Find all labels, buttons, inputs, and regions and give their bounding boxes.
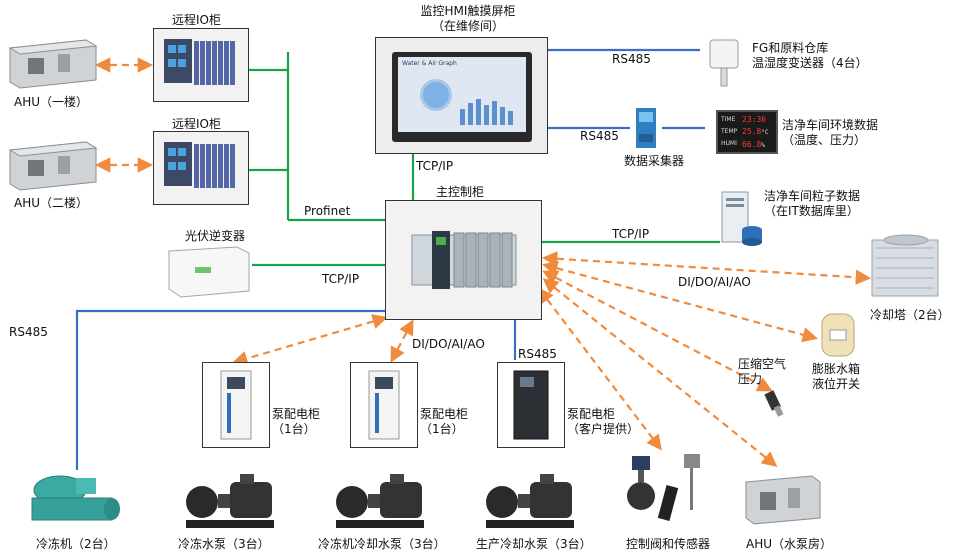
blue-rs485-links — [75, 48, 705, 470]
hmi-gauge-icon — [420, 79, 452, 111]
cooling-tower-label: 冷却塔（2台） — [870, 308, 950, 322]
data-collector-label: 数据采集器 — [624, 154, 685, 168]
pump-cabinet-2 — [350, 362, 418, 448]
dido-mid-label: DI/DO/AI/AO — [412, 337, 485, 351]
display-humi-value: 66.8 — [742, 140, 762, 149]
profinet-label: Profinet — [304, 204, 351, 218]
chiller-label: 冷冻机（2台） — [36, 537, 116, 551]
expansion-tank-icon — [818, 306, 858, 366]
display-humi-unit: % — [761, 142, 765, 149]
compressed-air-label: 压缩空气 压力 — [738, 357, 787, 386]
chiller-cooling-pump-label: 冷冻机冷却水泵（3台） — [318, 537, 446, 551]
pump-cabinet-3-label: 泵配电柜 （客户提供） — [567, 407, 640, 436]
production-cooling-pump-label: 生产冷却水泵（3台） — [476, 537, 592, 551]
tcpip-it-label: TCP/IP — [612, 227, 650, 241]
hmi-cabinet: Water & Air Graph — [375, 37, 548, 154]
hmi-screen-title: Water & Air Graph — [402, 60, 457, 67]
ahu-second-floor-label: AHU（二楼） — [14, 196, 89, 210]
plc-rack-icon — [411, 231, 517, 289]
temperature-humidity-transmitter-icon — [706, 36, 742, 92]
io-modules-icon — [164, 142, 235, 188]
display-temp-label: TEMP — [721, 128, 738, 135]
cleanroom-environment-label: 洁净车间环境数据 （温度、压力） — [782, 118, 879, 147]
tcpip-hmi-label: TCP/IP — [416, 159, 454, 173]
remote-io-cabinet-2 — [153, 131, 249, 205]
pump-cabinet-3 — [497, 362, 565, 448]
ahu-pump-room-icon — [742, 470, 822, 532]
pv-inverter-label: 光伏逆变器 — [185, 229, 246, 243]
vfd-drive-icon — [513, 370, 549, 440]
data-collector-icon — [630, 106, 662, 154]
display-temp-value: 25.8 — [742, 127, 762, 136]
remote-io-cabinet-2-label: 远程IO柜 — [172, 117, 221, 131]
main-control-cabinet-label: 主控制柜 — [436, 185, 485, 199]
expansion-tank-label: 膨胀水箱 液位开关 — [812, 362, 861, 391]
display-time-value: 23:36 — [742, 115, 767, 124]
environment-display-panel: TIME TEMP HUMI 23:36 25.8°C 66.8% — [716, 110, 778, 154]
rs485-collector-label: RS485 — [580, 129, 619, 143]
main-control-cabinet — [385, 200, 542, 320]
chiller-cooling-pump-icon — [330, 462, 430, 536]
pv-inverter-icon — [165, 245, 253, 303]
rs485-pump3-label: RS485 — [518, 347, 557, 361]
hmi-bar-chart-icon — [458, 95, 516, 125]
orange-io-links — [94, 57, 872, 467]
vfd-drive-icon — [220, 370, 252, 440]
hmi-screen-display: Water & Air Graph — [398, 57, 526, 132]
ahu-first-floor-icon — [6, 34, 98, 93]
production-cooling-pump-icon — [480, 462, 580, 536]
valves-sensors-label: 控制阀和传感器 — [626, 537, 711, 551]
display-humi-label: HUMI — [721, 140, 737, 147]
pressure-sensor-icon — [762, 389, 786, 425]
vfd-drive-icon — [368, 370, 400, 440]
temperature-humidity-label: FG和原料仓库 温湿度变送器（4台） — [752, 41, 868, 70]
database-server-icon — [716, 190, 764, 252]
chilled-water-pump-label: 冷冻水泵（3台） — [178, 537, 270, 551]
ahu-first-floor-label: AHU（一楼） — [14, 95, 89, 109]
cooling-tower-icon — [866, 232, 946, 308]
display-time-label: TIME — [721, 116, 736, 123]
chiller-icon — [22, 468, 134, 536]
io-modules-icon — [164, 39, 235, 85]
rs485-top-label: RS485 — [612, 52, 651, 66]
rs485-chiller-label: RS485 — [9, 325, 48, 339]
pump-cabinet-2-label: 泵配电柜 （1台） — [420, 407, 469, 436]
tcpip-pv-label: TCP/IP — [322, 272, 360, 286]
ahu-second-floor-icon — [6, 136, 98, 195]
dido-right-label: DI/DO/AI/AO — [678, 275, 751, 289]
pump-cabinet-1 — [202, 362, 270, 448]
green-ethernet-links — [248, 52, 720, 267]
remote-io-cabinet-1-label: 远程IO柜 — [172, 13, 221, 27]
ahu-pump-room-label: AHU（水泵房） — [746, 537, 833, 551]
control-valve-icon — [624, 452, 714, 538]
hmi-touchscreen: Water & Air Graph — [392, 52, 532, 142]
cleanroom-particles-label: 洁净车间粒子数据 （在IT数据库里） — [764, 189, 861, 218]
pump-cabinet-1-label: 泵配电柜 （1台） — [272, 407, 321, 436]
remote-io-cabinet-1 — [153, 28, 249, 102]
display-temp-unit: °C — [761, 129, 769, 136]
chilled-water-pump-icon — [180, 462, 280, 536]
hmi-cabinet-label: 监控HMI触摸屏柜 （在维修间） — [420, 4, 516, 33]
